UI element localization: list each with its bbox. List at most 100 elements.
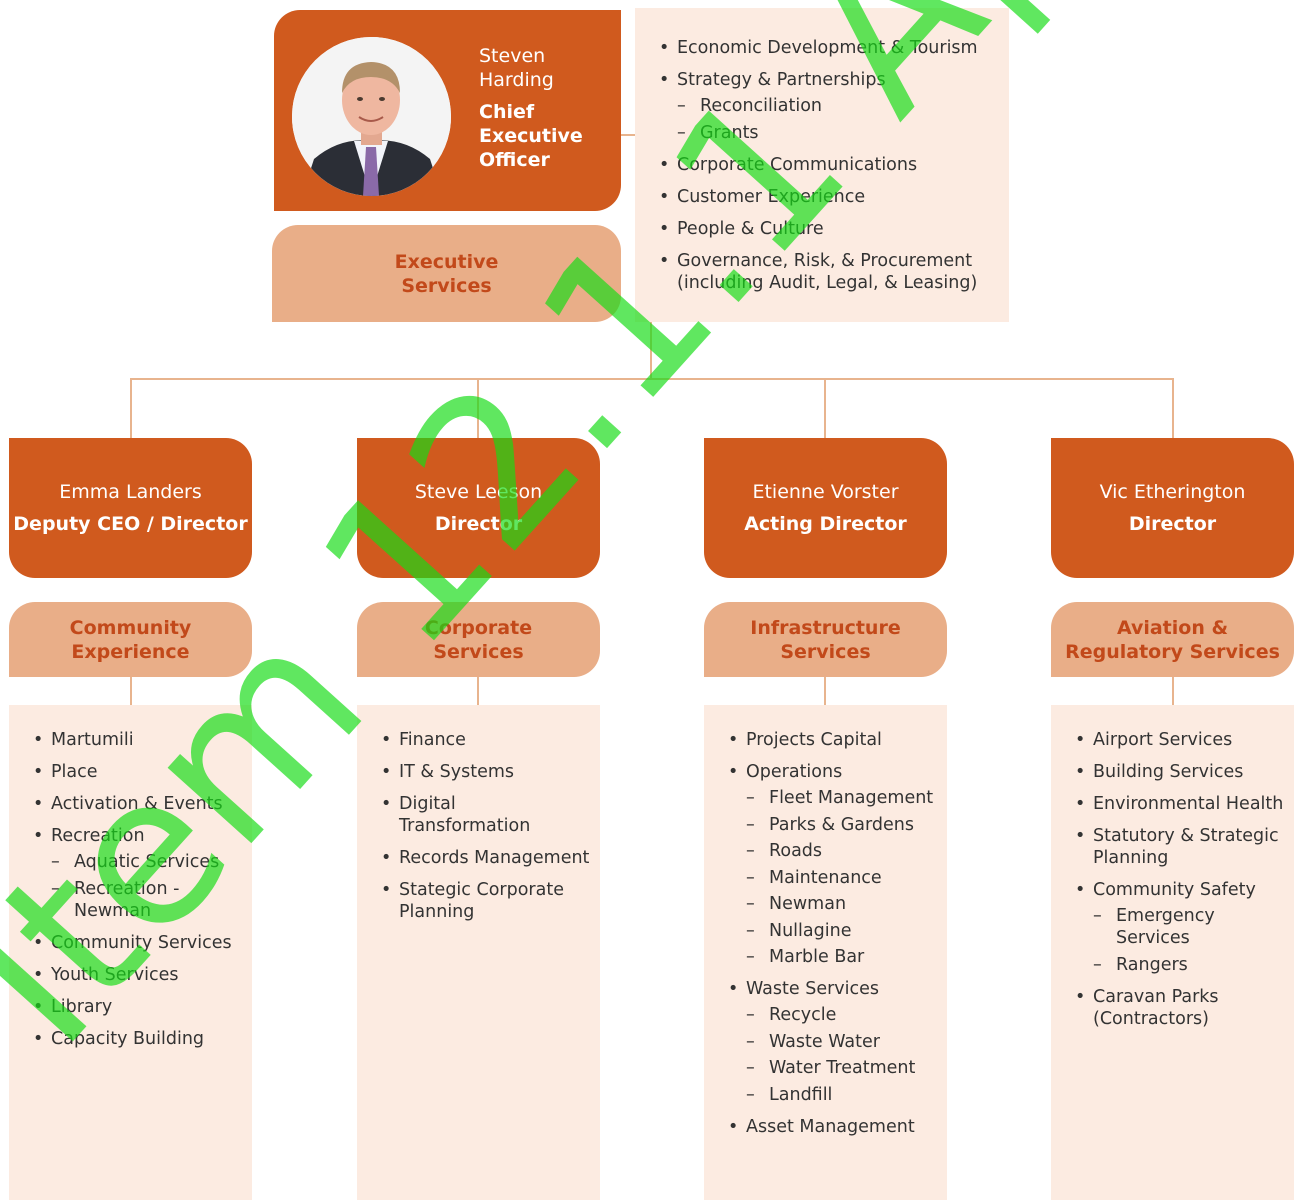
ceo-title-line1: Chief [479,101,535,123]
service-label: Statutory & Strategic Planning [1093,826,1279,868]
service-item: Records Management [379,847,592,869]
director-name: Emma Landers [59,481,202,503]
service-item: Digital Transformation [379,793,592,837]
service-label: Stategic Corporate Planning [399,880,564,922]
unit-community-experience: Community Experience [9,602,252,677]
ceo-avatar [292,37,451,196]
service-item: Place [31,761,244,783]
service-label: Capacity Building [51,1028,205,1049]
service-label: Digital Transformation [399,794,531,836]
unit-title-line1: Community [69,616,192,639]
service-label: Community Services [51,932,232,953]
sub-service-list: ReconciliationGrants [677,95,1001,144]
ceo-name-line2: Harding [479,69,554,91]
connector-drop-4 [1172,378,1174,438]
service-item: IT & Systems [379,761,592,783]
services-list-3: Projects CapitalOperationsFleet Manageme… [704,705,947,1200]
service-label: Governance, Risk, & Procurement (includi… [677,250,978,293]
sub-service-item: Parks & Gardens [746,814,939,836]
service-label: Finance [399,730,466,750]
sub-service-list: Aquatic ServicesRecreation - Newman [51,851,244,922]
unit-aviation-regulatory-services: Aviation & Regulatory Services [1051,602,1294,677]
service-item: Airport Services [1073,729,1286,751]
sub-service-item: Aquatic Services [51,851,244,873]
unit-title-line2: Services [433,640,524,663]
unit-title-line2: Regulatory Services [1065,640,1280,663]
service-item: Library [31,996,244,1018]
service-item: OperationsFleet ManagementParks & Garden… [726,761,939,968]
ceo-photo [292,37,451,196]
service-item: Stategic Corporate Planning [379,879,592,923]
sub-service-item: Fleet Management [746,787,939,809]
sub-service-list: Emergency ServicesRangers [1093,905,1286,976]
service-item: Martumili [31,729,244,751]
service-label: Caravan Parks (Contractors) [1093,986,1219,1029]
director-card-4: Vic Etherington Director [1051,438,1294,578]
director-name: Vic Etherington [1099,481,1246,503]
director-name: Etienne Vorster [752,481,899,503]
sub-service-item: Marble Bar [746,946,939,968]
service-label: IT & Systems [399,762,514,782]
unit-corporate-services: Corporate Services [357,602,600,677]
service-label: Activation & Events [51,794,223,814]
services-list-2: Finance IT & SystemsDigital Transformatio… [357,705,600,1200]
director-card-1: Emma Landers Deputy CEO / Director [9,438,252,578]
unit-title-line2: Services [780,640,871,663]
services-list-1: MartumiliPlaceActivation & EventsRecreat… [9,705,252,1200]
ceo-services-list: Economic Development & TourismStrategy &… [635,8,1009,322]
sub-service-item: Roads [746,840,939,862]
connector-unit-list-3 [824,677,826,705]
ceo-text: Steven Harding Chief Executive Officer [479,44,583,172]
service-item: Asset Management [726,1116,939,1138]
ceo-card: Steven Harding Chief Executive Officer [274,10,621,211]
connector-unit-list-2 [477,677,479,705]
ceo-title-line2: Executive [479,125,583,147]
sub-service-item: Maintenance [746,867,939,889]
sub-service-item: Recycle [746,1004,939,1026]
service-item: Activation & Events [31,793,244,815]
sub-service-item: Reconciliation [677,95,1001,117]
sub-service-item: Newman [746,893,939,915]
service-item: Environmental Health [1073,793,1286,815]
unit-title-line2: Experience [71,640,190,663]
service-label: Martumili [51,730,134,750]
service-item: Finance [379,729,592,751]
director-role: Deputy CEO / Director [13,513,248,535]
service-label: Youth Services [51,964,179,985]
service-item: Youth Services [31,964,244,986]
connector-ceo-down [650,322,652,379]
connector-drop-1 [130,378,132,438]
service-item: Caravan Parks (Contractors) [1073,986,1286,1030]
service-label: Customer Experience [677,186,866,207]
sub-service-item: Water Treatment [746,1057,939,1079]
sub-service-item: Rangers [1093,954,1286,976]
unit-title-line1: Corporate [424,616,533,639]
sub-service-item: Grants [677,122,1001,144]
connector-horizontal [130,378,1174,380]
service-item: Building Services [1073,761,1286,783]
service-label: People & Culture [677,218,824,239]
service-item: Capacity Building [31,1028,244,1050]
sub-service-item: Waste Water [746,1031,939,1053]
unit-title-line1: Executive [394,250,499,273]
director-role: Acting Director [744,513,907,535]
connector-unit-list-1 [130,677,132,705]
service-label: Building Services [1093,762,1244,782]
service-label: Economic Development & Tourism [677,38,978,58]
sub-service-item: Landfill [746,1084,939,1106]
connector-unit-list-4 [1172,677,1174,705]
service-label: Corporate Communications [677,154,918,175]
service-label: Strategy & Partnerships [677,70,886,90]
unit-infrastructure-services: Infrastructure Services [704,602,947,677]
unit-title-line1: Infrastructure [750,616,901,639]
service-item: People & Culture [657,218,1001,240]
service-label: Community Safety [1093,880,1256,900]
service-item: Governance, Risk, & Procurement (includi… [657,250,1001,294]
service-item: Waste ServicesRecycleWaste WaterWater Tr… [726,978,939,1106]
service-item: Customer Experience [657,186,1001,208]
unit-title-line2: Services [401,274,492,297]
ceo-name-line1: Steven [479,45,546,67]
service-item: Strategy & PartnershipsReconciliationGra… [657,69,1001,144]
director-card-3: Etienne Vorster Acting Director [704,438,947,578]
service-label: Library [51,996,113,1017]
